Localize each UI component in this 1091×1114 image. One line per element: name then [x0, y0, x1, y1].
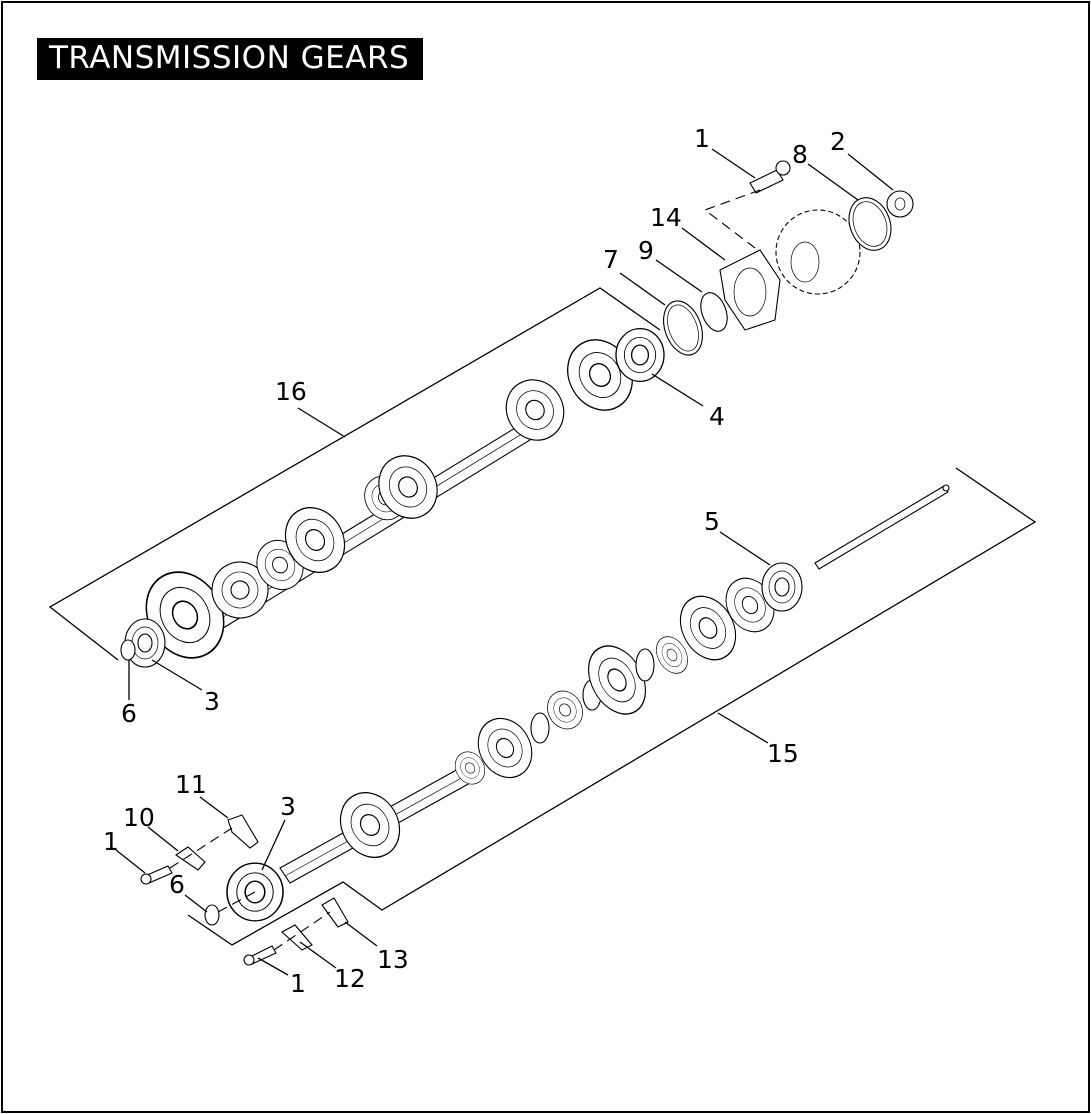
retainer-12	[281, 924, 313, 951]
callout-6-upper: 6	[121, 699, 137, 728]
leader-lines	[115, 148, 894, 976]
bearing-3-lower	[226, 862, 284, 922]
callout-11: 11	[175, 770, 207, 799]
bracket-16	[48, 287, 661, 661]
retaining-ring-6-upper	[120, 639, 136, 661]
callout-labels: 1 2 8 14 9 7 16 4 5 6 3 15 11 10 1 3 6 1…	[103, 124, 846, 998]
bracket-15	[187, 467, 1037, 946]
o-ring-8	[848, 197, 892, 251]
oil-seal-9	[700, 292, 728, 332]
diagram-title: TRANSMISSION GEARS	[37, 38, 424, 80]
screw-1-bottom	[243, 945, 277, 966]
callout-6-lower: 6	[169, 870, 185, 899]
screw-1-left	[140, 865, 173, 885]
callout-1-left: 1	[103, 827, 119, 856]
countershaft-pin	[814, 484, 950, 570]
callout-16: 16	[275, 377, 307, 406]
callout-2: 2	[830, 127, 846, 156]
callout-12: 12	[334, 964, 366, 993]
sprocket	[775, 209, 861, 295]
callout-5: 5	[704, 507, 720, 536]
bearing-5	[761, 562, 803, 612]
callout-15: 15	[767, 739, 799, 768]
callout-1-top: 1	[694, 124, 710, 153]
retainer-13	[321, 897, 349, 928]
bearing-housing-14	[719, 249, 781, 331]
callout-3-lower: 3	[280, 792, 296, 821]
retainer-10	[175, 846, 206, 871]
callout-1-bottom: 1	[290, 969, 306, 998]
countershaft-assembly	[279, 569, 784, 884]
callout-14: 14	[650, 203, 682, 232]
retaining-ring-7	[663, 300, 703, 356]
bearing-4	[615, 327, 665, 383]
callout-7: 7	[603, 245, 619, 274]
mainshaft-assembly	[130, 327, 646, 673]
callout-8: 8	[792, 140, 808, 169]
callout-10: 10	[123, 803, 155, 832]
retainer-11	[227, 814, 259, 849]
callout-3-upper: 3	[204, 687, 220, 716]
retaining-ring-6-lower	[204, 904, 220, 926]
callout-9: 9	[638, 236, 654, 265]
nut-2	[886, 190, 914, 218]
screw-1-top	[749, 160, 791, 194]
callout-4: 4	[709, 402, 725, 431]
callout-13: 13	[377, 945, 409, 974]
